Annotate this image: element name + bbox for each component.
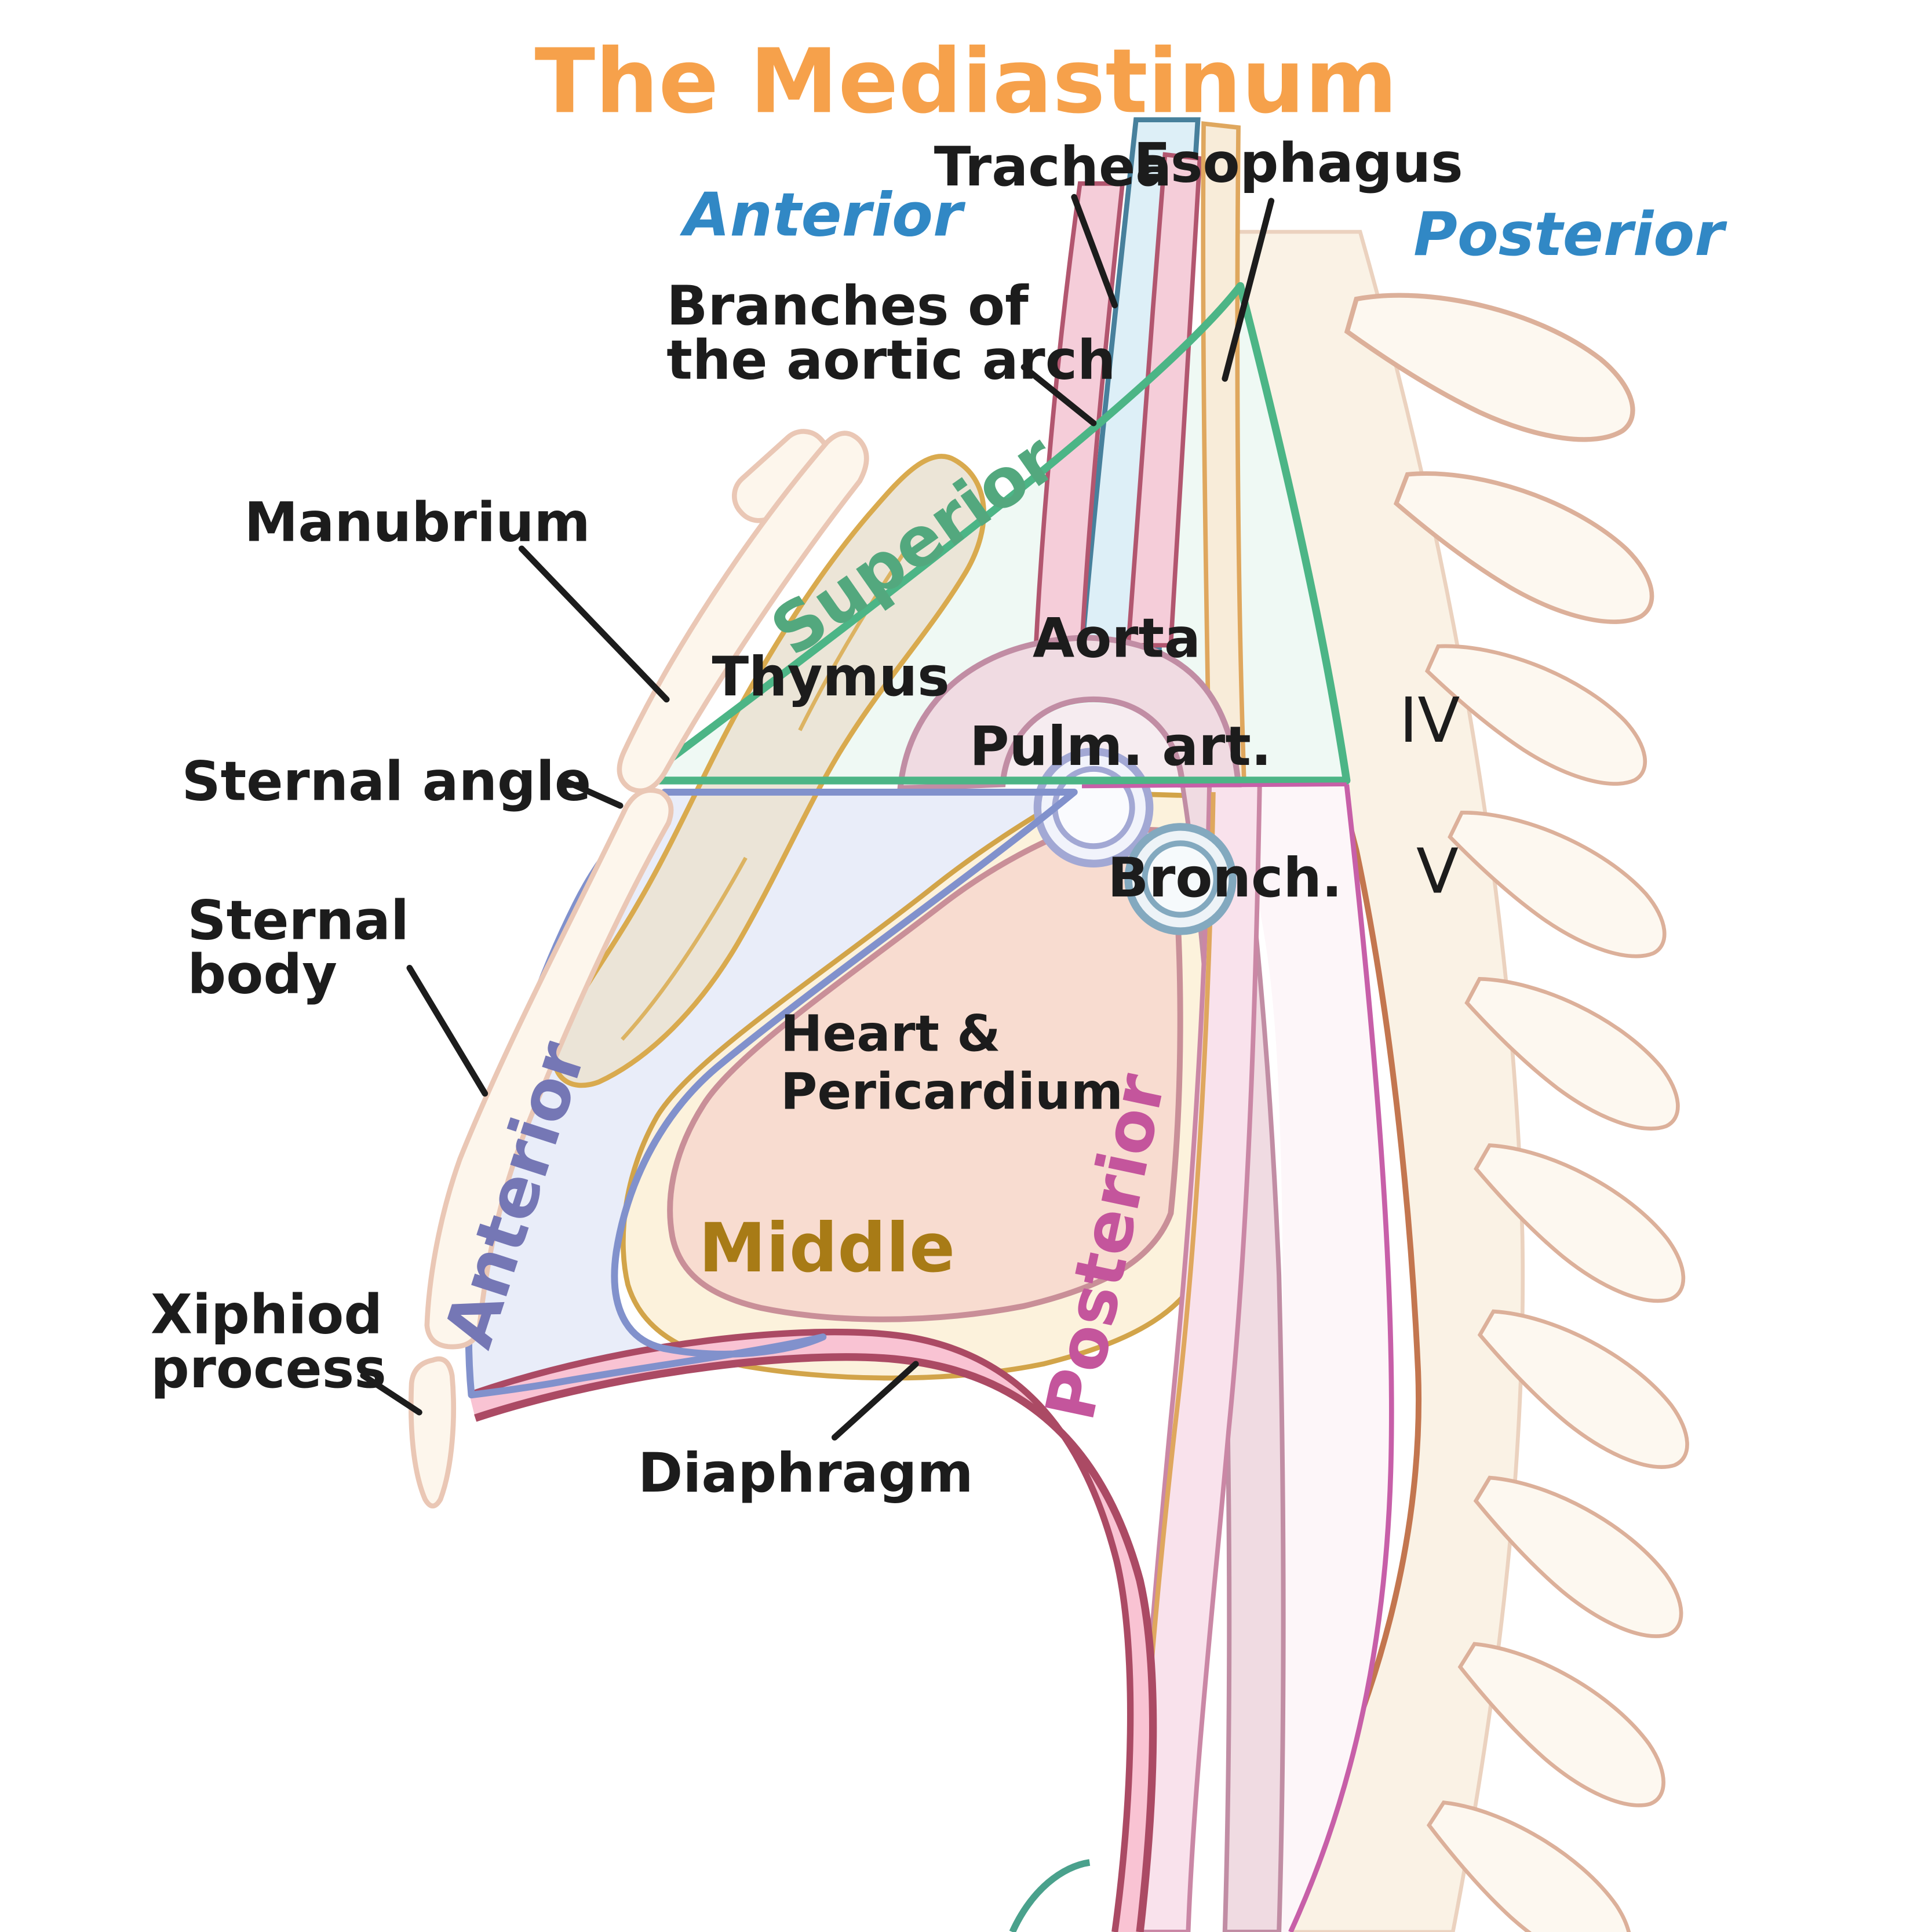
spinous-processes [1344,293,1689,1932]
spinous-process [1424,644,1647,786]
aortic-arch-branch-right [1125,152,1202,648]
sternal-angle-label: Sternal angle [181,750,591,813]
manubrium-pointer [518,545,670,703]
trachea-label: Trachea [934,136,1172,199]
posterior-mediastinum-region [1217,784,1392,1932]
heart [667,823,1183,1322]
sternal-body-label-line2: body [187,943,337,1007]
spinous-process [1393,471,1654,624]
spinous-process [1457,1642,1665,1807]
sternal-angle-pointer [561,777,624,809]
sternum-group [409,429,869,1509]
spinous-process [1473,1475,1683,1638]
heart-label-line1: Heart & [781,1005,1001,1063]
diaphragm-label: Diaphragm [638,1442,974,1505]
sternal-body-pointer [406,964,489,1097]
diaphragm-structure [468,1328,1157,1932]
orientation-posterior-label: Posterior [1413,200,1727,269]
page-title: The Mediastinum [535,30,1398,133]
spinous-process [1448,810,1667,958]
pointer-lines [360,194,1275,1441]
diaphragm-band [469,1332,1153,1932]
esophagus-pointer [1222,198,1275,382]
xiphoid-label-line1: Xiphiod [151,1283,382,1346]
spinous-process [1464,976,1680,1131]
xiphoid-label-line2: process [151,1337,387,1401]
diaphragm-teal-arc [1009,1859,1091,1932]
manubrium-label: Manubrium [244,491,590,555]
vertebra-v-label: V [1416,836,1459,907]
branches-label-line2: the aortic arch [666,329,1116,392]
diaphragm-line-lower [474,1353,1157,1932]
aorta-label: Aorta [1033,607,1201,670]
esophagus-lower [1129,782,1262,1932]
pulm-art-label: Pulm. art. [969,715,1271,778]
orientation-anterior-label: Anterior [680,181,966,250]
xiphoid-pointer [360,1372,422,1416]
thymus-lobe-line [621,551,906,1041]
branches-label-line1: Branches of [666,275,1029,338]
superior-mediastinum-border [637,282,1351,785]
branches-pointer [1020,364,1097,427]
posterior-mediastinum-border [1288,784,1394,1932]
sternal-body-bone [424,788,674,1350]
bronch-label: Bronch. [1107,847,1342,910]
bronch-inner [1142,840,1219,918]
bronchus-ring [1124,823,1237,935]
esophagus-label: Esophagus [1133,132,1463,195]
aortic-arch [897,635,1242,792]
vertebral-column-group [1214,229,1689,1932]
aortic-arch-opening [1003,703,1183,785]
xiphoid-process-bone [409,1356,456,1509]
thymus-label: Thymus [712,646,949,709]
sternal-body-label-line1: Sternal [187,889,409,952]
transverse-plane-magenta [1082,782,1347,789]
thymus-body [552,454,986,1088]
spinous-process [1474,1143,1686,1303]
manubrium-bone [617,431,869,794]
vertebra-iv-label: IV [1399,685,1460,757]
heart-label-line2: Pericardium [781,1063,1123,1121]
spinous-process [1477,1309,1689,1469]
region-middle-label: Middle [699,1209,955,1288]
spinous-process [1344,293,1635,442]
diaphragm-pointer [831,1361,919,1441]
trachea-pointer [1071,194,1118,309]
esophagus-upper [1201,121,1247,787]
thymus-gland [552,454,986,1088]
diaphragm-line-upper [468,1328,1134,1932]
spinous-process [1426,1800,1632,1932]
